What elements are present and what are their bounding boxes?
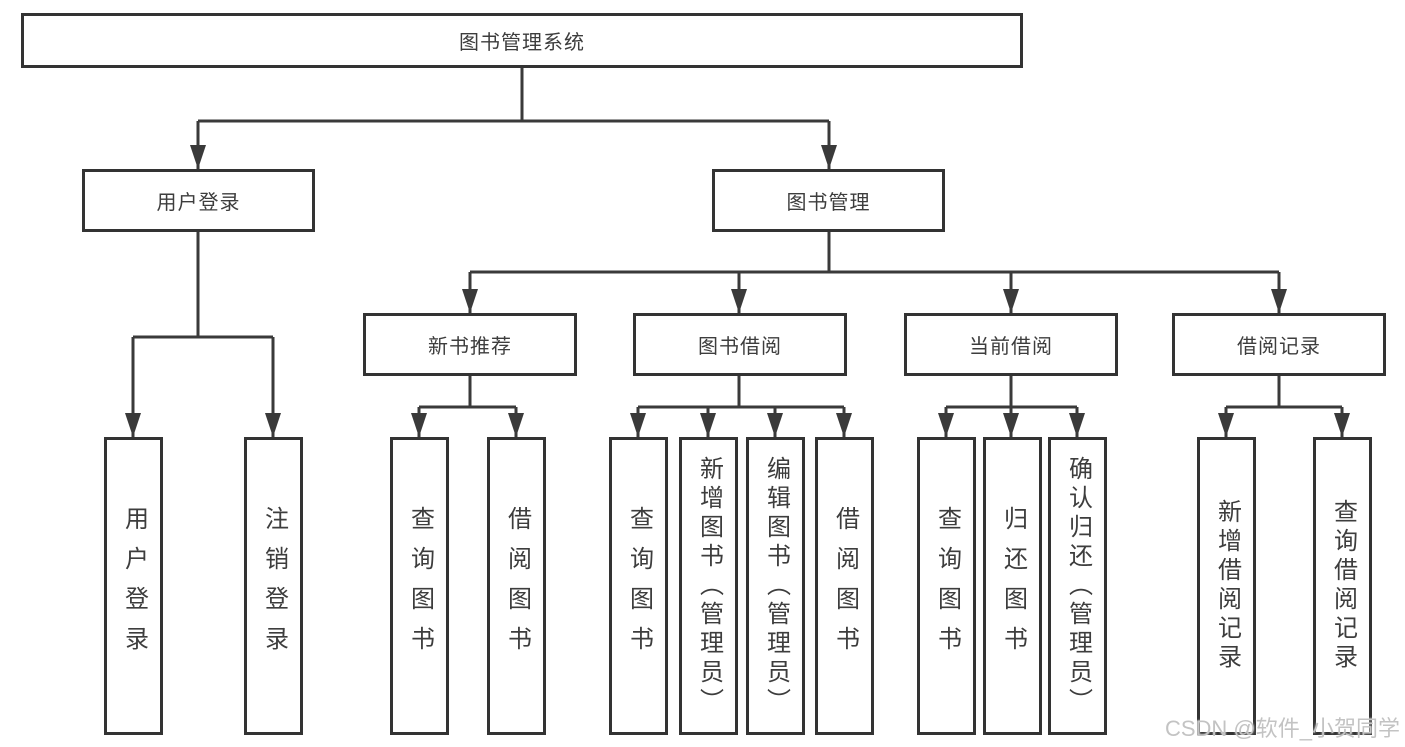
node-user-login: 用户登录	[82, 169, 315, 232]
node-book-management: 图书管理	[712, 169, 945, 232]
tree-edges	[131, 68, 1344, 437]
node-system-root: 图书管理系统	[21, 13, 1023, 68]
node-label: 查询图书	[406, 506, 434, 666]
node-label: 图书管理	[786, 192, 871, 214]
arrowhead-icons	[125, 145, 1350, 437]
node-label: 借阅图书	[503, 506, 531, 666]
node-label: 编辑图书（管理员）	[762, 455, 790, 717]
leaf-query-books-recommend: 查询图书	[390, 437, 449, 735]
node-label: 用户登录	[156, 192, 241, 214]
leaf-query-books-borrow: 查询图书	[609, 437, 668, 735]
leaf-query-borrow-record: 查询借阅记录	[1313, 437, 1372, 735]
csdn-watermark: CSDN @软件_小贺同学	[1164, 716, 1400, 741]
node-label: 归还图书	[999, 506, 1027, 666]
leaf-confirm-return-admin: 确认归还（管理员）	[1048, 437, 1107, 735]
node-label: 查询借阅记录	[1329, 499, 1357, 673]
node-label: 新增借阅记录	[1213, 499, 1241, 673]
leaf-borrow-books: 借阅图书	[815, 437, 874, 735]
node-current-borrowing: 当前借阅	[904, 313, 1118, 376]
leaf-logout: 注销登录	[244, 437, 303, 735]
node-label: 图书借阅	[698, 336, 782, 358]
node-label: 图书管理系统	[459, 32, 585, 54]
node-label: 注销登录	[260, 506, 288, 666]
leaf-return-book: 归还图书	[983, 437, 1042, 735]
node-label: 确认归还（管理员）	[1064, 455, 1092, 717]
node-new-book-recommend: 新书推荐	[363, 313, 577, 376]
node-label: 借阅图书	[831, 506, 859, 666]
node-borrowing-records: 借阅记录	[1172, 313, 1386, 376]
node-label: 当前借阅	[969, 336, 1053, 358]
leaf-add-borrow-record: 新增借阅记录	[1197, 437, 1256, 735]
node-label: 借阅记录	[1237, 336, 1321, 358]
node-label: 查询图书	[625, 506, 653, 666]
node-label: 新增图书（管理员）	[695, 455, 723, 717]
leaf-borrow-books-recommend: 借阅图书	[487, 437, 546, 735]
leaf-user-login: 用户登录	[104, 437, 163, 735]
leaf-edit-book-admin: 编辑图书（管理员）	[746, 437, 805, 735]
leaf-add-book-admin: 新增图书（管理员）	[679, 437, 738, 735]
node-label: 查询图书	[933, 506, 961, 666]
node-label: 新书推荐	[428, 336, 512, 358]
leaf-query-books-current: 查询图书	[917, 437, 976, 735]
node-label: 用户登录	[120, 506, 148, 666]
node-book-borrowing: 图书借阅	[633, 313, 847, 376]
